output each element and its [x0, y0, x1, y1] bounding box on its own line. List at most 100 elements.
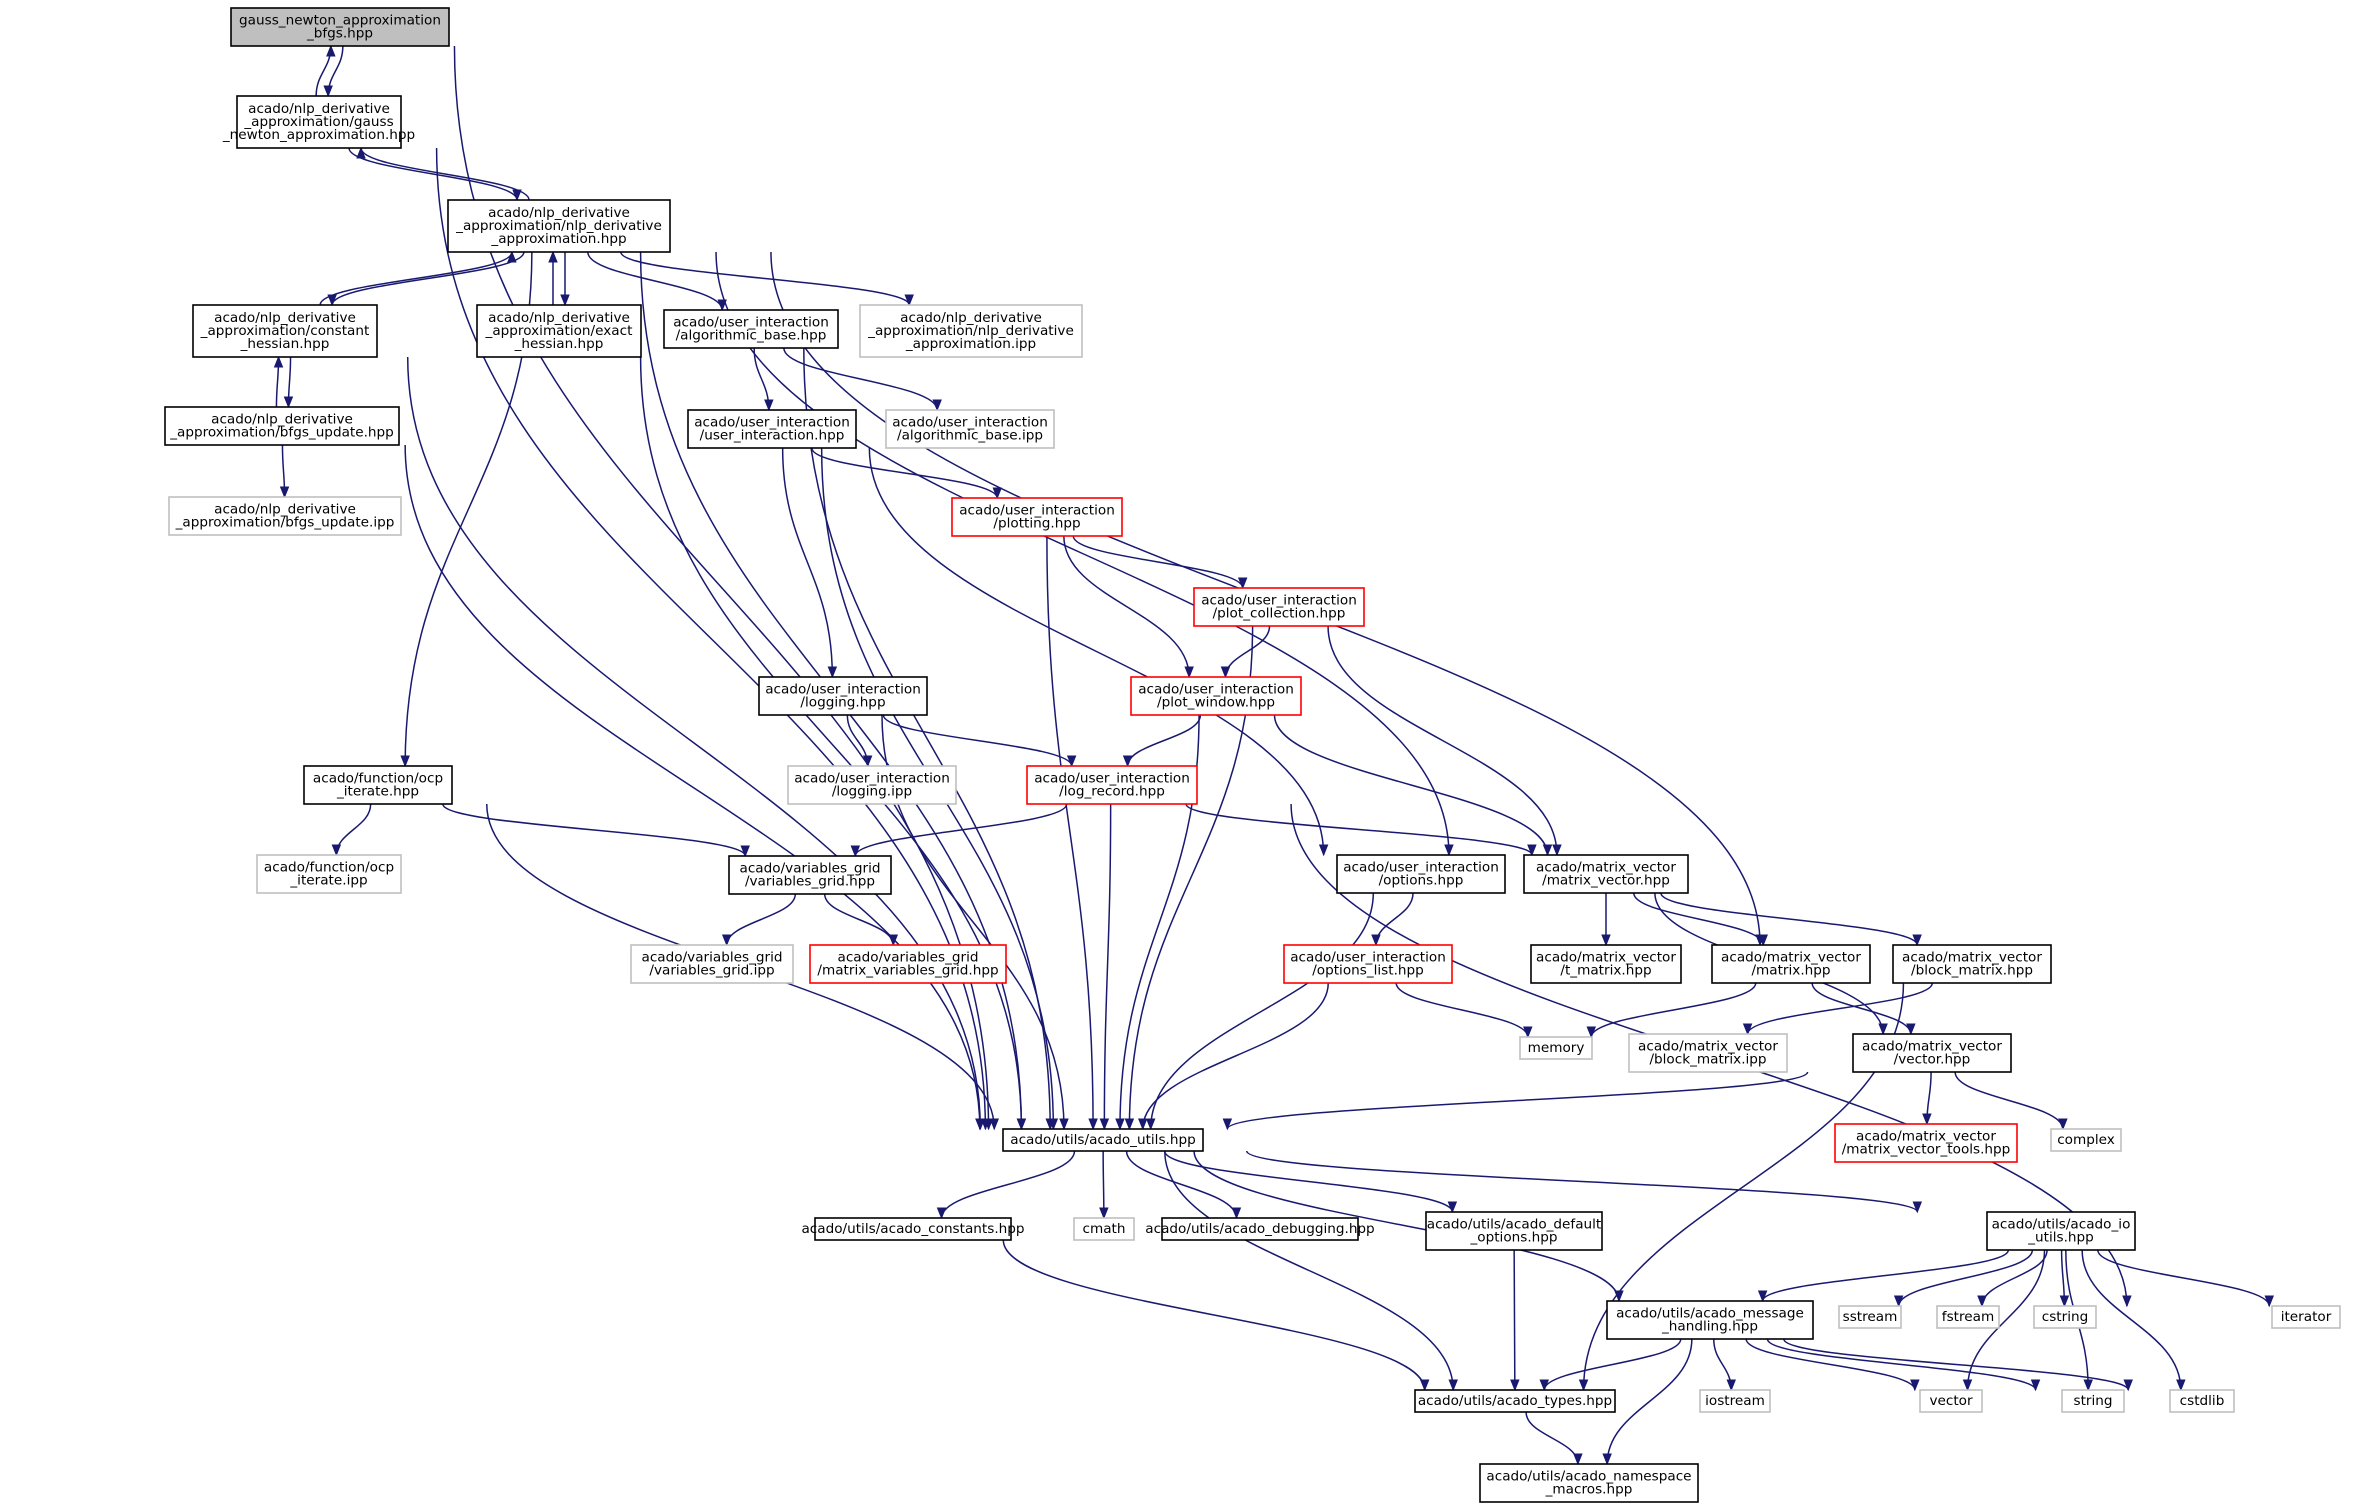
file-node-root[interactable]: gauss_newton_approximation_bfgs.hpp: [230, 7, 450, 47]
dependency-edge-ioutils-to-iterator: [2097, 1249, 2270, 1307]
arrowhead: [1088, 1118, 1098, 1131]
file-node-sstream[interactable]: sstream: [1838, 1305, 1902, 1329]
node-label: acado/nlp_derivative: [488, 205, 630, 221]
dependency-edge-bfgs-to-utils: [404, 444, 981, 1130]
file-node-cstdlib[interactable]: cstdlib: [2169, 1389, 2235, 1413]
node-box: [687, 409, 857, 449]
file-node-debug[interactable]: acado/utils/acado_debugging.hpp: [1145, 1217, 1375, 1241]
file-node-consts[interactable]: acado/utils/acado_constants.hpp: [801, 1217, 1025, 1241]
file-node-bmipp[interactable]: acado/matrix_vector/block_matrix.ipp: [1628, 1033, 1788, 1073]
arrowhead: [992, 487, 1002, 500]
arrowhead: [1578, 1379, 1589, 1392]
node-label: _approximation.ipp: [905, 336, 1036, 352]
arrowhead: [1757, 1290, 1768, 1303]
arrowhead: [2058, 1118, 2068, 1131]
edge-layer: [273, 44, 2274, 1466]
file-node-optlist[interactable]: acado/user_interaction/options_list.hpp: [1283, 944, 1453, 984]
file-node-ab[interactable]: acado/user_interaction/algorithmic_base.…: [663, 309, 839, 349]
file-node-plotcoll[interactable]: acado/user_interaction/plot_collection.h…: [1193, 587, 1365, 627]
file-node-bfgs[interactable]: acado/nlp_derivative_approximation/bfgs_…: [164, 406, 400, 446]
file-node-plot[interactable]: acado/user_interaction/plotting.hpp: [951, 497, 1123, 537]
arrowhead: [1527, 844, 1537, 857]
file-node-defopt[interactable]: acado/utils/acado_default_options.hpp: [1425, 1211, 1603, 1251]
node-box: [164, 406, 400, 446]
file-node-mvg[interactable]: acado/variables_grid/matrix_variables_gr…: [809, 944, 1007, 984]
dependency-edge-mat-to-vec: [1811, 982, 1912, 1035]
file-node-ocpipp[interactable]: acado/function/ocp_iterate.ipp: [256, 854, 402, 894]
file-node-types[interactable]: acado/utils/acado_types.hpp: [1414, 1389, 1616, 1413]
node-label: _handling.hpp: [1661, 1319, 1758, 1335]
file-node-opts[interactable]: acado/user_interaction/options.hpp: [1336, 854, 1506, 894]
node-label: acado/utils/acado_types.hpp: [1418, 1393, 1612, 1409]
file-node-vgipp[interactable]: acado/variables_grid/variables_grid.ipp: [630, 944, 794, 984]
file-node-abipp[interactable]: acado/user_interaction/algorithmic_base.…: [885, 409, 1055, 449]
node-label: iterator: [2281, 1309, 2332, 1325]
arrowhead: [1419, 1379, 1430, 1392]
file-node-mv[interactable]: acado/matrix_vector/matrix_vector.hpp: [1523, 854, 1689, 894]
arrowhead: [1602, 1453, 1612, 1466]
file-node-cmath[interactable]: cmath: [1073, 1217, 1135, 1241]
dependency-edge-ab-to-abipp: [783, 347, 938, 411]
file-node-string[interactable]: string: [2061, 1389, 2125, 1413]
arrowhead: [1742, 1023, 1753, 1036]
arrowhead: [1016, 1118, 1027, 1131]
file-node-mvt[interactable]: acado/matrix_vector/matrix_vector_tools.…: [1834, 1123, 2018, 1163]
file-node-ndaipp[interactable]: acado/nlp_derivative_approximation/nlp_d…: [859, 304, 1083, 358]
file-node-utils[interactable]: acado/utils/acado_utils.hpp: [1002, 1128, 1204, 1152]
arrowhead: [2176, 1379, 2186, 1392]
file-node-ui[interactable]: acado/user_interaction/user_interaction.…: [687, 409, 857, 449]
arrowhead: [1184, 666, 1194, 679]
arrowhead: [1912, 934, 1922, 947]
node-label: acado/nlp_derivative: [900, 310, 1042, 326]
file-node-msg[interactable]: acado/utils/acado_message_handling.hpp: [1606, 1300, 1814, 1340]
dependency-edge-mv-to-bm: [1660, 892, 1918, 946]
file-node-tmat[interactable]: acado/matrix_vector/t_matrix.hpp: [1530, 944, 1682, 984]
file-node-fstream[interactable]: fstream: [1936, 1305, 2000, 1329]
node-label: acado/user_interaction: [1034, 771, 1190, 787]
file-node-iterator[interactable]: iterator: [2271, 1305, 2341, 1329]
file-node-eh[interactable]: acado/nlp_derivative_approximation/exact…: [476, 304, 642, 358]
node-label: acado/utils/acado_utils.hpp: [1010, 1132, 1195, 1148]
file-node-vec[interactable]: acado/matrix_vector/vector.hpp: [1852, 1033, 2012, 1073]
node-label: /algorithmic_base.ipp: [897, 428, 1043, 444]
node-box: [1283, 944, 1453, 984]
node-box: [1699, 1389, 1771, 1413]
file-node-vg[interactable]: acado/variables_grid/variables_grid.hpp: [728, 855, 892, 895]
file-node-vector[interactable]: vector: [1919, 1389, 1983, 1413]
file-node-ioutils[interactable]: acado/utils/acado_io_utils.hpp: [1986, 1211, 2136, 1251]
node-label: sstream: [1843, 1309, 1898, 1325]
node-box: [1414, 1389, 1616, 1413]
file-node-nda[interactable]: acado/nlp_derivative_approximation/nlp_d…: [447, 199, 671, 253]
node-box: [2033, 1305, 2097, 1329]
file-node-gna[interactable]: acado/nlp_derivative_approximation/gauss…: [222, 95, 415, 149]
dependency-edge-optlist-to-utils: [1142, 982, 1329, 1130]
file-node-cstring[interactable]: cstring: [2033, 1305, 2097, 1329]
arrowhead: [740, 845, 750, 858]
file-node-loggingipp[interactable]: acado/user_interaction/logging.ipp: [787, 765, 957, 805]
file-node-ns[interactable]: acado/utils/acado_namespace_macros.hpp: [1479, 1463, 1699, 1503]
arrowhead: [936, 1207, 947, 1220]
file-node-iostream[interactable]: iostream: [1699, 1389, 1771, 1413]
node-label: acado/matrix_vector: [1721, 950, 1861, 966]
arrowhead: [1122, 755, 1133, 768]
file-node-logrec[interactable]: acado/user_interaction/log_record.hpp: [1026, 765, 1198, 805]
file-node-plotwin[interactable]: acado/user_interaction/plot_window.hpp: [1130, 676, 1302, 716]
node-label: /matrix_vector.hpp: [1542, 873, 1670, 889]
arrowhead: [1066, 755, 1077, 768]
node-box: [1711, 944, 1871, 984]
arrowhead: [1586, 1026, 1596, 1039]
file-node-logging[interactable]: acado/user_interaction/logging.hpp: [758, 676, 928, 716]
file-node-ch[interactable]: acado/nlp_derivative_approximation/const…: [192, 304, 378, 358]
file-node-complex[interactable]: complex: [2050, 1128, 2122, 1152]
arrowhead: [1099, 1118, 1110, 1131]
file-node-mat[interactable]: acado/matrix_vector/matrix.hpp: [1711, 944, 1871, 984]
dependency-edge-ioutils-to-msg: [1761, 1249, 2010, 1302]
dependency-edge-plot-to-plotcoll: [1072, 535, 1244, 589]
node-box: [809, 944, 1007, 984]
file-node-bfgsipp[interactable]: acado/nlp_derivative_approximation/bfgs_…: [168, 496, 402, 536]
arrowhead: [1910, 1379, 1920, 1392]
file-node-ocp[interactable]: acado/function/ocp_iterate.hpp: [303, 765, 453, 805]
arrowhead: [1444, 844, 1454, 857]
file-node-memory[interactable]: memory: [1519, 1036, 1593, 1060]
file-node-bm[interactable]: acado/matrix_vector/block_matrix.hpp: [1892, 944, 2052, 984]
